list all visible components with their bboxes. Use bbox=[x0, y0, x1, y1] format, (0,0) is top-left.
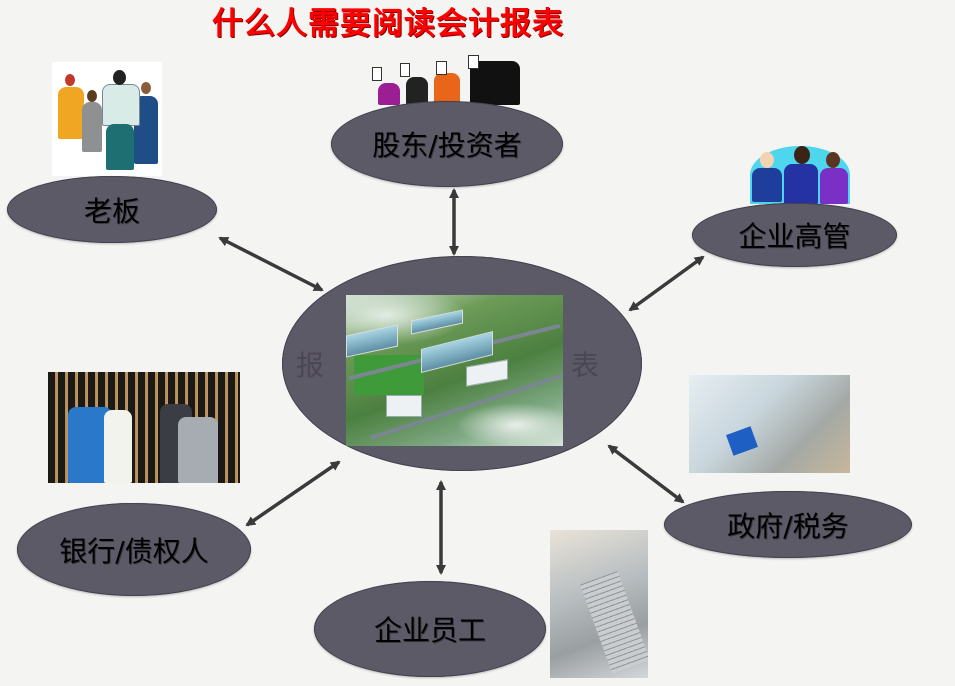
center-right-char: 表 bbox=[571, 349, 600, 382]
arrow-boss bbox=[218, 236, 324, 292]
singing-executives-clipart bbox=[740, 138, 858, 204]
investors-holding-signs-clipart bbox=[370, 55, 525, 105]
handshake-photo bbox=[48, 372, 240, 483]
node-executives: 企业高管 bbox=[692, 203, 897, 267]
page-title: 什么人需要阅读会计报表 bbox=[212, 6, 564, 42]
typing-keyboard-photo bbox=[550, 530, 648, 678]
node-executives-label: 企业高管 bbox=[738, 220, 851, 253]
factory-aerial-image bbox=[346, 295, 563, 446]
node-shareholders: 股东/投资者 bbox=[331, 101, 563, 187]
center-left-char: 报 bbox=[296, 349, 325, 382]
node-shareholders-label: 股东/投资者 bbox=[372, 129, 522, 162]
node-boss-label: 老板 bbox=[83, 194, 140, 228]
node-employees: 企业员工 bbox=[314, 581, 546, 677]
node-boss: 老板 bbox=[7, 176, 217, 243]
node-employees-label: 企业员工 bbox=[373, 614, 486, 647]
node-creditors-label: 银行/债权人 bbox=[59, 534, 209, 568]
office-meeting-photo bbox=[689, 375, 850, 473]
arrow-creditors bbox=[245, 460, 341, 527]
node-creditors: 银行/债权人 bbox=[17, 503, 251, 596]
arrow-executives bbox=[628, 255, 705, 312]
arrow-government bbox=[607, 444, 685, 504]
business-team-clipart bbox=[52, 62, 162, 176]
node-government: 政府/税务 bbox=[664, 491, 912, 558]
node-government-label: 政府/税务 bbox=[727, 509, 849, 543]
